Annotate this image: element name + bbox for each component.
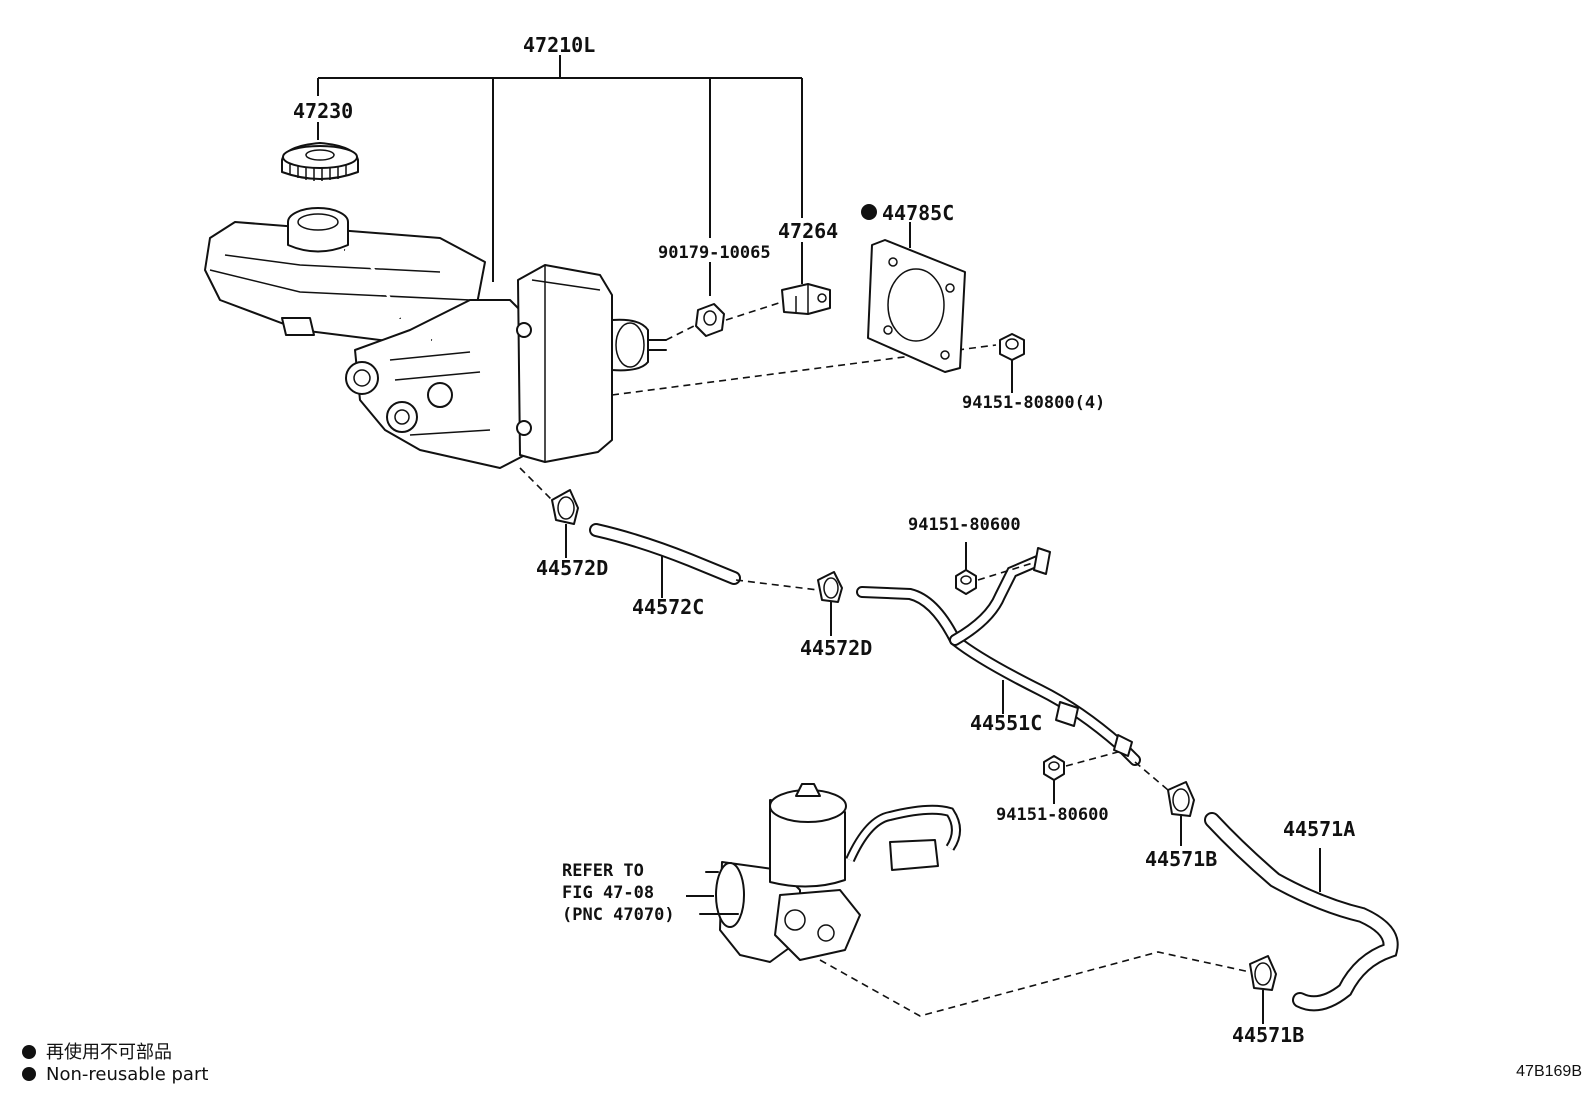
- clamp-44572D-2: [817, 571, 843, 603]
- refer-line-3: (PNC 47070): [562, 905, 675, 925]
- reservoir-cap: [281, 142, 359, 181]
- legend-en: Non-reusable part: [22, 1064, 208, 1085]
- legend-dot-icon: [22, 1045, 36, 1059]
- legend-en-text: Non-reusable part: [46, 1064, 209, 1085]
- label-94151-80600-1: 94151-80600: [908, 515, 1021, 535]
- label-44572D-2: 44572D: [800, 636, 872, 660]
- refer-line-1: REFER TO: [562, 861, 644, 881]
- legend-dot-icon: [22, 1067, 36, 1081]
- refer-line-2: FIG 47-08: [562, 883, 654, 903]
- non-reusable-dot: [861, 204, 877, 220]
- label-44571A: 44571A: [1283, 817, 1355, 841]
- hose-44571A: [1204, 812, 1399, 1012]
- leader-47210L: [317, 55, 803, 296]
- hose-44572C: [589, 523, 741, 585]
- legend-jp: 再使用不可部品: [22, 1038, 172, 1064]
- label-47210L: 47210L: [523, 33, 595, 57]
- figure-code: 47B169B: [1516, 1063, 1582, 1080]
- label-44551C: 44551C: [970, 711, 1042, 735]
- clamp-44572D-1: [551, 489, 579, 525]
- booster-nut: [999, 333, 1025, 361]
- gasket: [867, 239, 966, 373]
- label-44571B-2: 44571B: [1232, 1023, 1304, 1047]
- pump-motor-assembly: [699, 783, 961, 963]
- label-44785C: 44785C: [882, 201, 954, 225]
- label-44572C: 44572C: [632, 595, 704, 619]
- label-94151-80600-2: 94151-80600: [996, 805, 1109, 825]
- pipe-nut-1: [955, 569, 977, 595]
- legend-jp-text: 再使用不可部品: [46, 1042, 172, 1063]
- label-47230: 47230: [293, 99, 353, 123]
- clamp-44571B-2: [1249, 955, 1277, 991]
- bracket: [781, 283, 831, 315]
- pipe-44551C: [856, 547, 1141, 766]
- master-cylinder-assembly: [204, 207, 667, 469]
- grommet: [695, 303, 725, 337]
- label-44572D-1: 44572D: [536, 556, 608, 580]
- pipe-nut-2: [1043, 755, 1065, 781]
- label-44571B-1: 44571B: [1145, 847, 1217, 871]
- label-94151-80800: 94151-80800(4): [962, 393, 1105, 413]
- clamp-44571B-1: [1167, 781, 1195, 817]
- label-90179-10065: 90179-10065: [658, 243, 771, 263]
- label-47264: 47264: [778, 219, 838, 243]
